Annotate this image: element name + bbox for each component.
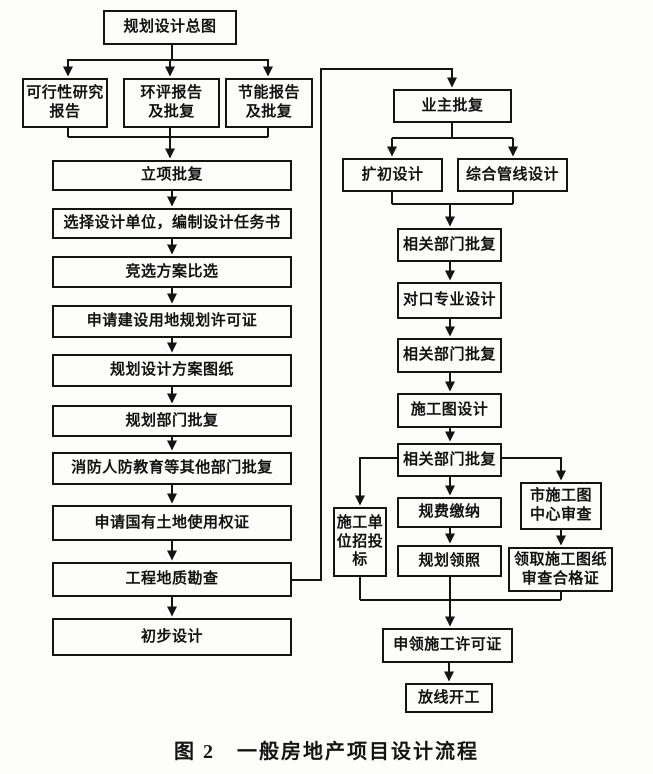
connector — [355, 457, 397, 506]
node-env-report: 环评报告 及批复 — [123, 78, 220, 128]
node-related-dept-approval-1: 相关部门批复 — [397, 228, 502, 262]
node-fee-payment: 规费缴纳 — [397, 497, 502, 528]
node-land-use-certificate: 申请国有土地使用权证 — [52, 505, 292, 541]
node-energy-report: 节能报告 及批复 — [225, 78, 313, 128]
node-master-plan: 规划设计总图 — [103, 10, 237, 45]
node-related-dept-approval-2: 相关部门批复 — [397, 338, 502, 373]
node-city-drawing-review: 市施工图 中心审查 — [520, 482, 602, 530]
node-scheme-comparison: 竞选方案比选 — [52, 256, 292, 288]
node-related-dept-approval-3: 相关部门批复 — [397, 443, 502, 477]
node-expanded-preliminary-design: 扩初设计 — [342, 158, 443, 192]
figure-caption: 图 2 一般房地产项目设计流程 — [174, 741, 479, 763]
connector — [502, 457, 566, 481]
node-select-design-unit: 选择设计单位，编制设计任务书 — [52, 208, 292, 239]
node-owner-approval: 业主批复 — [393, 89, 512, 123]
node-preliminary-design: 初步设计 — [52, 618, 292, 656]
node-planning-dept-approval: 规划部门批复 — [52, 405, 292, 437]
node-planning-scheme-drawings: 规划设计方案图纸 — [52, 354, 292, 387]
node-counterpart-design: 对口专业设计 — [397, 282, 502, 319]
node-setting-out-start: 放线开工 — [405, 683, 493, 713]
node-integrated-pipeline-design: 综合管线设计 — [457, 158, 568, 192]
node-contractor-bidding: 施工单 位招投 标 — [333, 507, 387, 577]
node-construction-permit: 申领施工许可证 — [382, 628, 513, 663]
node-other-dept-approval: 消防人防教育等其他部门批复 — [52, 452, 292, 485]
node-review-certificate: 领取施工图纸 审查合格证 — [508, 547, 613, 592]
node-feasibility-report: 可行性研究 报告 — [22, 78, 108, 128]
node-land-planning-permit: 申请建设用地规划许可证 — [52, 305, 292, 338]
node-construction-drawing-design: 施工图设计 — [397, 393, 502, 428]
node-planning-license: 规划领照 — [397, 545, 502, 577]
node-project-approval: 立项批复 — [52, 160, 292, 191]
node-geological-survey: 工程地质勘查 — [52, 562, 292, 597]
